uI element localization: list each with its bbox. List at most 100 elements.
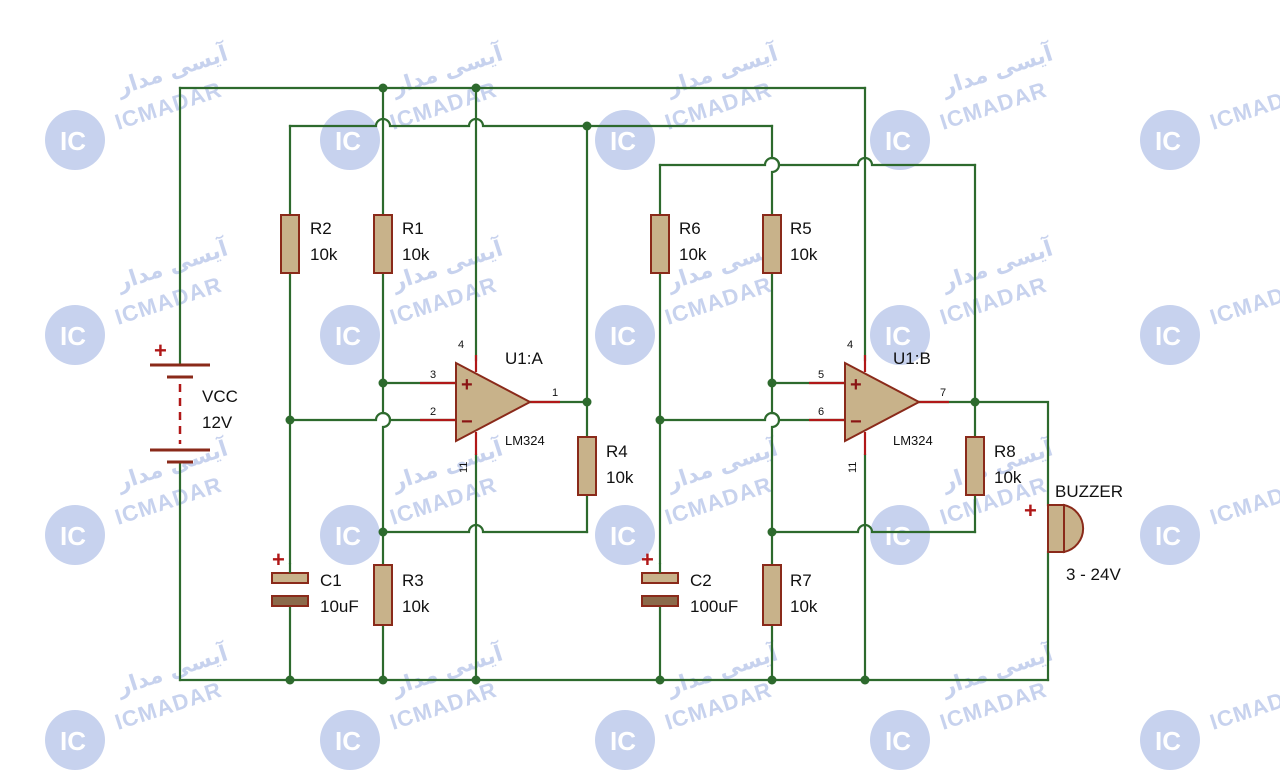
battery-value-label: 12V [202, 413, 233, 432]
watermark-logo-circle [595, 305, 655, 365]
resistor-value-label: 10k [402, 597, 430, 616]
watermark-latin-text: ICMADAR [1207, 677, 1280, 735]
junction-dot [378, 378, 388, 388]
watermark-tile: IC ICMADAR [1140, 77, 1280, 170]
opamp-pin-noninv-label: 3 [430, 369, 436, 381]
capacitor-value-label: 100uF [690, 597, 738, 616]
watermark-logo-circle [1140, 505, 1200, 565]
junction-dot [378, 527, 388, 537]
battery-ref-label: VCC [202, 387, 238, 406]
junction-dot [285, 675, 295, 685]
watermark-latin-text: ICMADAR [1207, 272, 1280, 330]
capacitor-c2: + C2 100uF [641, 547, 738, 616]
capacitor-c1: + C1 10uF [271, 547, 359, 616]
watermark-logo-text: IC [885, 126, 911, 156]
opamp-pin-inv-label: 2 [430, 406, 436, 418]
watermark-tile: IC ICMADAR آیسی مدار [45, 39, 231, 170]
battery-vcc: + VCC 12V [150, 338, 238, 464]
buzzer-dome [1063, 503, 1085, 554]
capacitor-plus-sign: + [641, 547, 654, 572]
watermark-tile: IC ICMADAR آیسی مدار [870, 39, 1056, 170]
opamp-pin-out-label: 7 [940, 387, 946, 399]
feedback-b-wire [658, 156, 977, 167]
junction-dot [970, 397, 980, 407]
resistor-body [650, 214, 670, 274]
junction-dot [378, 675, 388, 685]
watermark-logo-circle [870, 305, 930, 365]
junctions [285, 83, 980, 685]
watermark-logo-text: IC [335, 126, 361, 156]
capacitor-plate-negative [271, 595, 309, 607]
watermark-tile: IC ICMADAR آیسی مدار [45, 434, 231, 565]
opamp-pin-noninv-label: 5 [818, 369, 824, 381]
resistor-r2: R2 10k [280, 214, 338, 274]
watermark-logo-text: IC [60, 321, 86, 351]
capacitor-ref-label: C1 [320, 571, 342, 590]
resistor-ref-label: R4 [606, 442, 628, 461]
watermark-latin-text: ICMADAR [1207, 472, 1280, 530]
watermark-logo-text: IC [335, 521, 361, 551]
feedback-a-wire [288, 117, 774, 128]
resistor-ref-label: R8 [994, 442, 1016, 461]
buzzer-body [1047, 504, 1065, 553]
resistor-ref-label: R1 [402, 219, 424, 238]
resistor-value-label: 10k [310, 245, 338, 264]
opamp-u1a: + − 4 3 2 1 11 U1:A LM324 [420, 339, 560, 473]
u1b-inv-wire [658, 411, 847, 422]
watermark-tile: IC ICMADAR آیسی مدار [320, 434, 506, 565]
buzzer-value-label: 3 - 24V [1066, 565, 1121, 584]
opamp-plus-sign: + [850, 374, 862, 396]
resistor-body [373, 564, 393, 626]
resistor-r6: R6 10k [650, 214, 707, 274]
opamp-pin-vcc-label: 4 [847, 339, 853, 351]
watermark-logo-text: IC [610, 726, 636, 756]
resistor-value-label: 10k [790, 245, 818, 264]
capacitor-plate-positive [271, 572, 309, 584]
watermark-logo-text: IC [610, 126, 636, 156]
watermark-tile: IC ICMADAR آیسی مدار [320, 639, 506, 770]
watermark-latin-text: ICMADAR [1207, 77, 1280, 135]
junction-dot [285, 415, 295, 425]
junction-dot [860, 675, 870, 685]
junction-dot [582, 397, 592, 407]
resistor-ref-label: R6 [679, 219, 701, 238]
watermark-logo-text: IC [1155, 521, 1181, 551]
junction-dot [767, 675, 777, 685]
resistor-value-label: 10k [790, 597, 818, 616]
resistor-body [965, 436, 985, 496]
resistor-body [577, 436, 597, 496]
watermark-tile: IC ICMADAR آیسی مدار [45, 639, 231, 770]
resistor-value-label: 10k [679, 245, 707, 264]
opamp-pin-vcc-label: 4 [458, 339, 464, 351]
resistor-r1: R1 10k [373, 214, 430, 274]
opamp-minus-sign: − [850, 411, 862, 433]
watermark-logo-text: IC [60, 521, 86, 551]
watermark-tile: IC ICMADAR آیسی مدار [595, 639, 781, 770]
resistor-value-label: 10k [402, 245, 430, 264]
watermark-logo-circle [45, 110, 105, 170]
resistor-ref-label: R3 [402, 571, 424, 590]
resistor-body [280, 214, 300, 274]
watermark-logo-circle [1140, 110, 1200, 170]
watermark-logo-circle [320, 505, 380, 565]
resistor-body [762, 564, 782, 626]
opamp-minus-sign: − [461, 411, 473, 433]
watermark-logo-text: IC [1155, 126, 1181, 156]
watermark-logo-circle [1140, 710, 1200, 770]
watermark-logo-text: IC [610, 521, 636, 551]
watermark-tile: IC ICMADAR [1140, 677, 1280, 770]
watermark-logo-text: IC [335, 321, 361, 351]
r5-top-wire [770, 124, 781, 217]
watermark-tile: IC ICMADAR آیسی مدار [45, 234, 231, 365]
watermark-logo-circle [870, 710, 930, 770]
wires [178, 86, 1050, 682]
watermark-logo-circle [320, 710, 380, 770]
watermark-logo-text: IC [335, 726, 361, 756]
watermark-logo-circle [595, 710, 655, 770]
opamp-body [844, 361, 922, 443]
watermark-logo-circle [595, 505, 655, 565]
watermark-logo-circle [45, 305, 105, 365]
watermark-logo-text: IC [885, 521, 911, 551]
watermark-logo-text: IC [885, 726, 911, 756]
resistor-body [373, 214, 393, 274]
